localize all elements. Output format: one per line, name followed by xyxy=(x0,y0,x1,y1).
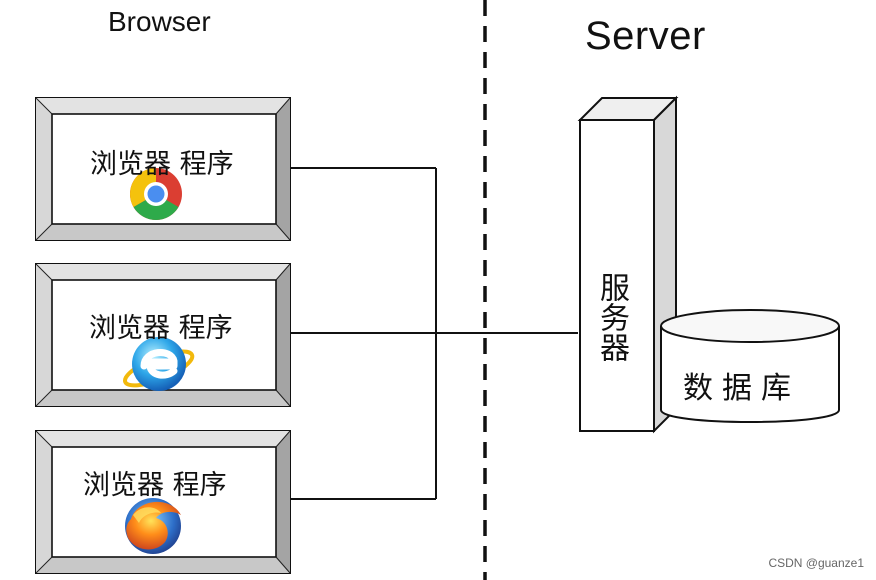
browser-box-label-3: 浏览器 程序 xyxy=(83,470,227,501)
database-cylinder xyxy=(660,309,840,423)
browser-box-frame-2 xyxy=(35,263,291,407)
database-label: 数据库 xyxy=(683,371,800,406)
browser-box-label-2: 浏览器 程序 xyxy=(89,313,233,344)
chrome-icon xyxy=(130,168,182,220)
watermark: CSDN @guanze1 xyxy=(768,556,864,570)
server-label: 服务器 xyxy=(594,272,629,362)
browser-section-title: Browser xyxy=(108,6,211,37)
browser-box-label-1: 浏览器 程序 xyxy=(90,149,234,180)
internet-explorer-icon xyxy=(123,337,195,391)
server-section-title: Server xyxy=(585,14,706,58)
firefox-icon xyxy=(125,498,181,554)
